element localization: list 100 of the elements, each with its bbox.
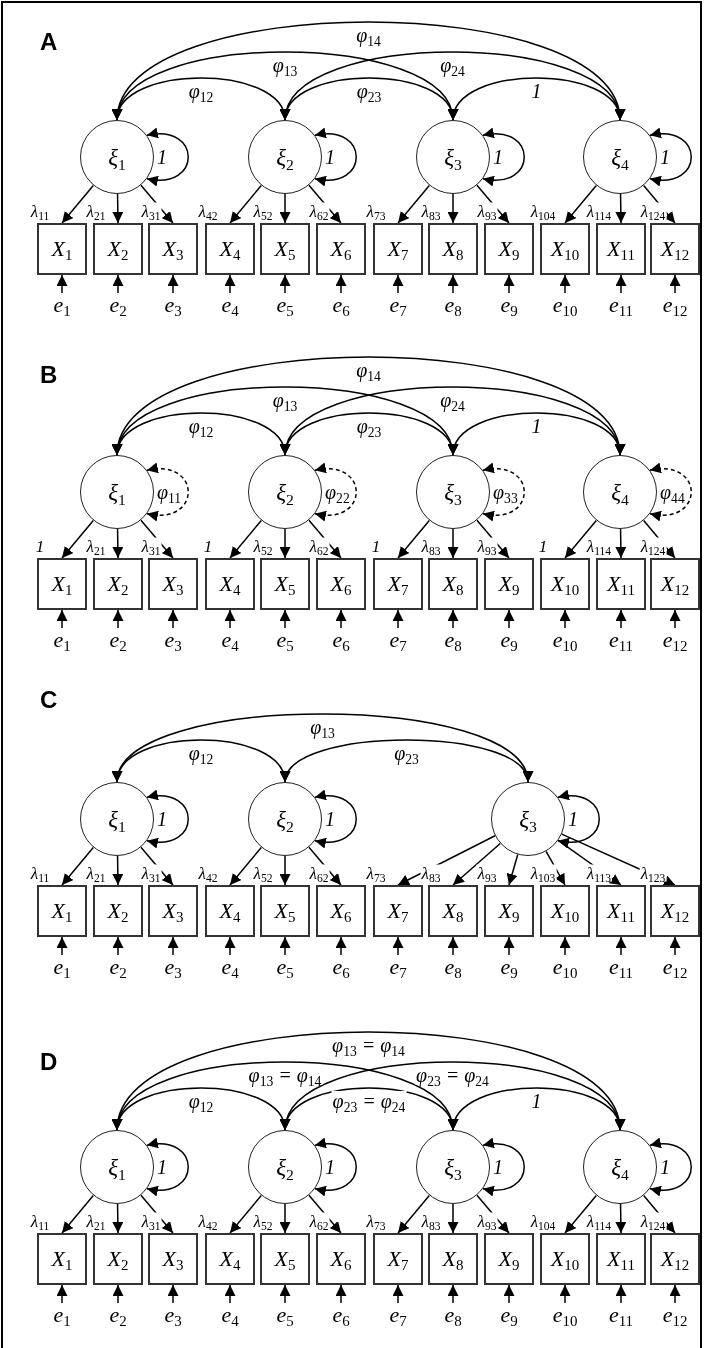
error-arrow	[447, 936, 459, 956]
observed-variable-box	[484, 558, 534, 610]
error-arrow	[224, 609, 236, 629]
edge-label: φ$_{44}$	[659, 482, 686, 502]
edge-label: λ$_{62}$	[308, 202, 330, 220]
error-term-label: e$_{6}$	[319, 953, 363, 981]
edge-label: λ$_{103}$	[529, 864, 557, 882]
error-term-label: e$_{1}$	[40, 291, 84, 319]
edge-label: λ$_{124}$	[639, 537, 667, 555]
panel-letter: D	[40, 1050, 58, 1074]
observed-variable-label: X$_{11}$	[607, 900, 635, 922]
error-term-label: e$_{2}$	[96, 626, 140, 654]
edge-label: λ$_{31}$	[140, 864, 162, 882]
variance-loop	[649, 128, 692, 186]
edge-label: 1	[659, 1157, 671, 1177]
observed-variable-label: X$_{6}$	[330, 238, 352, 260]
edge-label: λ$_{104}$	[529, 1212, 557, 1230]
error-arrow	[615, 609, 627, 629]
loading-arrow	[61, 519, 95, 559]
edge-label: λ$_{124}$	[639, 202, 667, 220]
error-term-label: e$_{6}$	[319, 626, 363, 654]
latent-variable-label: ξ$_{3}$	[444, 480, 462, 504]
edge-label: λ$_{93}$	[476, 202, 498, 220]
loading-arrow	[615, 193, 627, 224]
variance-loop	[314, 1138, 357, 1196]
error-term-label: e$_{8}$	[431, 291, 475, 319]
error-term-label: e$_{1}$	[40, 1301, 84, 1329]
loading-arrow	[476, 184, 510, 224]
observed-variable-label: X$_{11}$	[607, 238, 635, 260]
loading-arrow	[140, 184, 174, 224]
observed-variable-box	[37, 558, 87, 610]
error-arrow	[279, 274, 291, 294]
observed-variable-label: X$_{3}$	[162, 238, 184, 260]
error-term-label: e$_{10}$	[543, 1301, 587, 1329]
observed-variable-box	[428, 1233, 478, 1285]
observed-variable-box	[93, 558, 143, 610]
observed-variable-box	[484, 885, 534, 937]
variance-loop	[314, 463, 357, 521]
error-term-label: e$_{12}$	[653, 626, 697, 654]
error-term-label: e$_{7}$	[376, 291, 420, 319]
variance-loop	[482, 463, 525, 521]
edge-label: 1	[530, 416, 543, 436]
observed-variable-box	[37, 223, 87, 275]
variance-loop	[649, 1138, 692, 1196]
edge-label: λ$_{83}$	[420, 864, 442, 882]
loading-arrow	[61, 846, 95, 886]
loading-arrow	[229, 1194, 263, 1234]
loading-arrow	[447, 193, 459, 224]
edge-label: φ$_{33}$	[492, 482, 519, 502]
error-term-label: e$_{3}$	[151, 626, 195, 654]
edge-label: λ$_{123}$	[639, 864, 667, 882]
error-term-label: e$_{7}$	[376, 626, 420, 654]
edge-label: λ$_{31}$	[140, 202, 162, 220]
loading-arrow	[308, 846, 342, 886]
error-arrow	[669, 609, 681, 629]
error-arrow	[503, 1284, 515, 1304]
edge-label: 1	[492, 1157, 504, 1177]
observed-variable-box	[484, 223, 534, 275]
latent-variable-label: ξ$_{2}$	[276, 145, 294, 169]
latent-variable-label: ξ$_{4}$	[611, 145, 629, 169]
observed-variable-box	[205, 558, 255, 610]
observed-variable-label: X$_{1}$	[51, 573, 73, 595]
loading-arrow	[112, 193, 124, 224]
observed-variable-box	[373, 558, 423, 610]
edge-label: λ$_{52}$	[252, 864, 274, 882]
observed-variable-box	[316, 223, 366, 275]
error-term-label: e$_{10}$	[543, 626, 587, 654]
observed-variable-label: X$_{6}$	[330, 900, 352, 922]
observed-variable-label: X$_{3}$	[162, 1248, 184, 1270]
latent-variable-label: ξ$_{3}$	[444, 145, 462, 169]
edge-label: λ$_{73}$	[365, 1212, 387, 1230]
error-term-label: e$_{6}$	[319, 1301, 363, 1329]
observed-variable-label: X$_{9}$	[498, 1248, 520, 1270]
edge-label: λ$_{124}$	[639, 1212, 667, 1230]
observed-variable-label: X$_{10}$	[550, 900, 580, 922]
loading-arrow	[279, 528, 291, 559]
error-term-label: e$_{12}$	[653, 953, 697, 981]
variance-loop	[314, 790, 357, 848]
edge-label: λ$_{52}$	[252, 202, 274, 220]
error-term-label: e$_{12}$	[653, 291, 697, 319]
error-arrow	[335, 936, 347, 956]
error-arrow	[392, 274, 404, 294]
loading-arrow	[615, 1203, 627, 1234]
observed-variable-box	[373, 1233, 423, 1285]
error-arrow	[112, 274, 124, 294]
edge-label: 1	[324, 147, 336, 167]
observed-variable-box	[37, 885, 87, 937]
variance-loop	[482, 128, 525, 186]
error-term-label: e$_{4}$	[208, 953, 252, 981]
loading-arrow	[476, 1194, 510, 1234]
latent-variable-label: ξ$_{4}$	[611, 480, 629, 504]
edge-label: λ$_{31}$	[140, 537, 162, 555]
observed-variable-box	[260, 558, 310, 610]
loading-arrow	[308, 184, 342, 224]
latent-variable-label: ξ$_{1}$	[108, 807, 126, 831]
loading-arrow	[452, 842, 501, 886]
observed-variable-label: X$_{8}$	[442, 573, 464, 595]
observed-variable-label: X$_{2}$	[107, 238, 129, 260]
error-arrow	[224, 1284, 236, 1304]
error-arrow	[392, 1284, 404, 1304]
